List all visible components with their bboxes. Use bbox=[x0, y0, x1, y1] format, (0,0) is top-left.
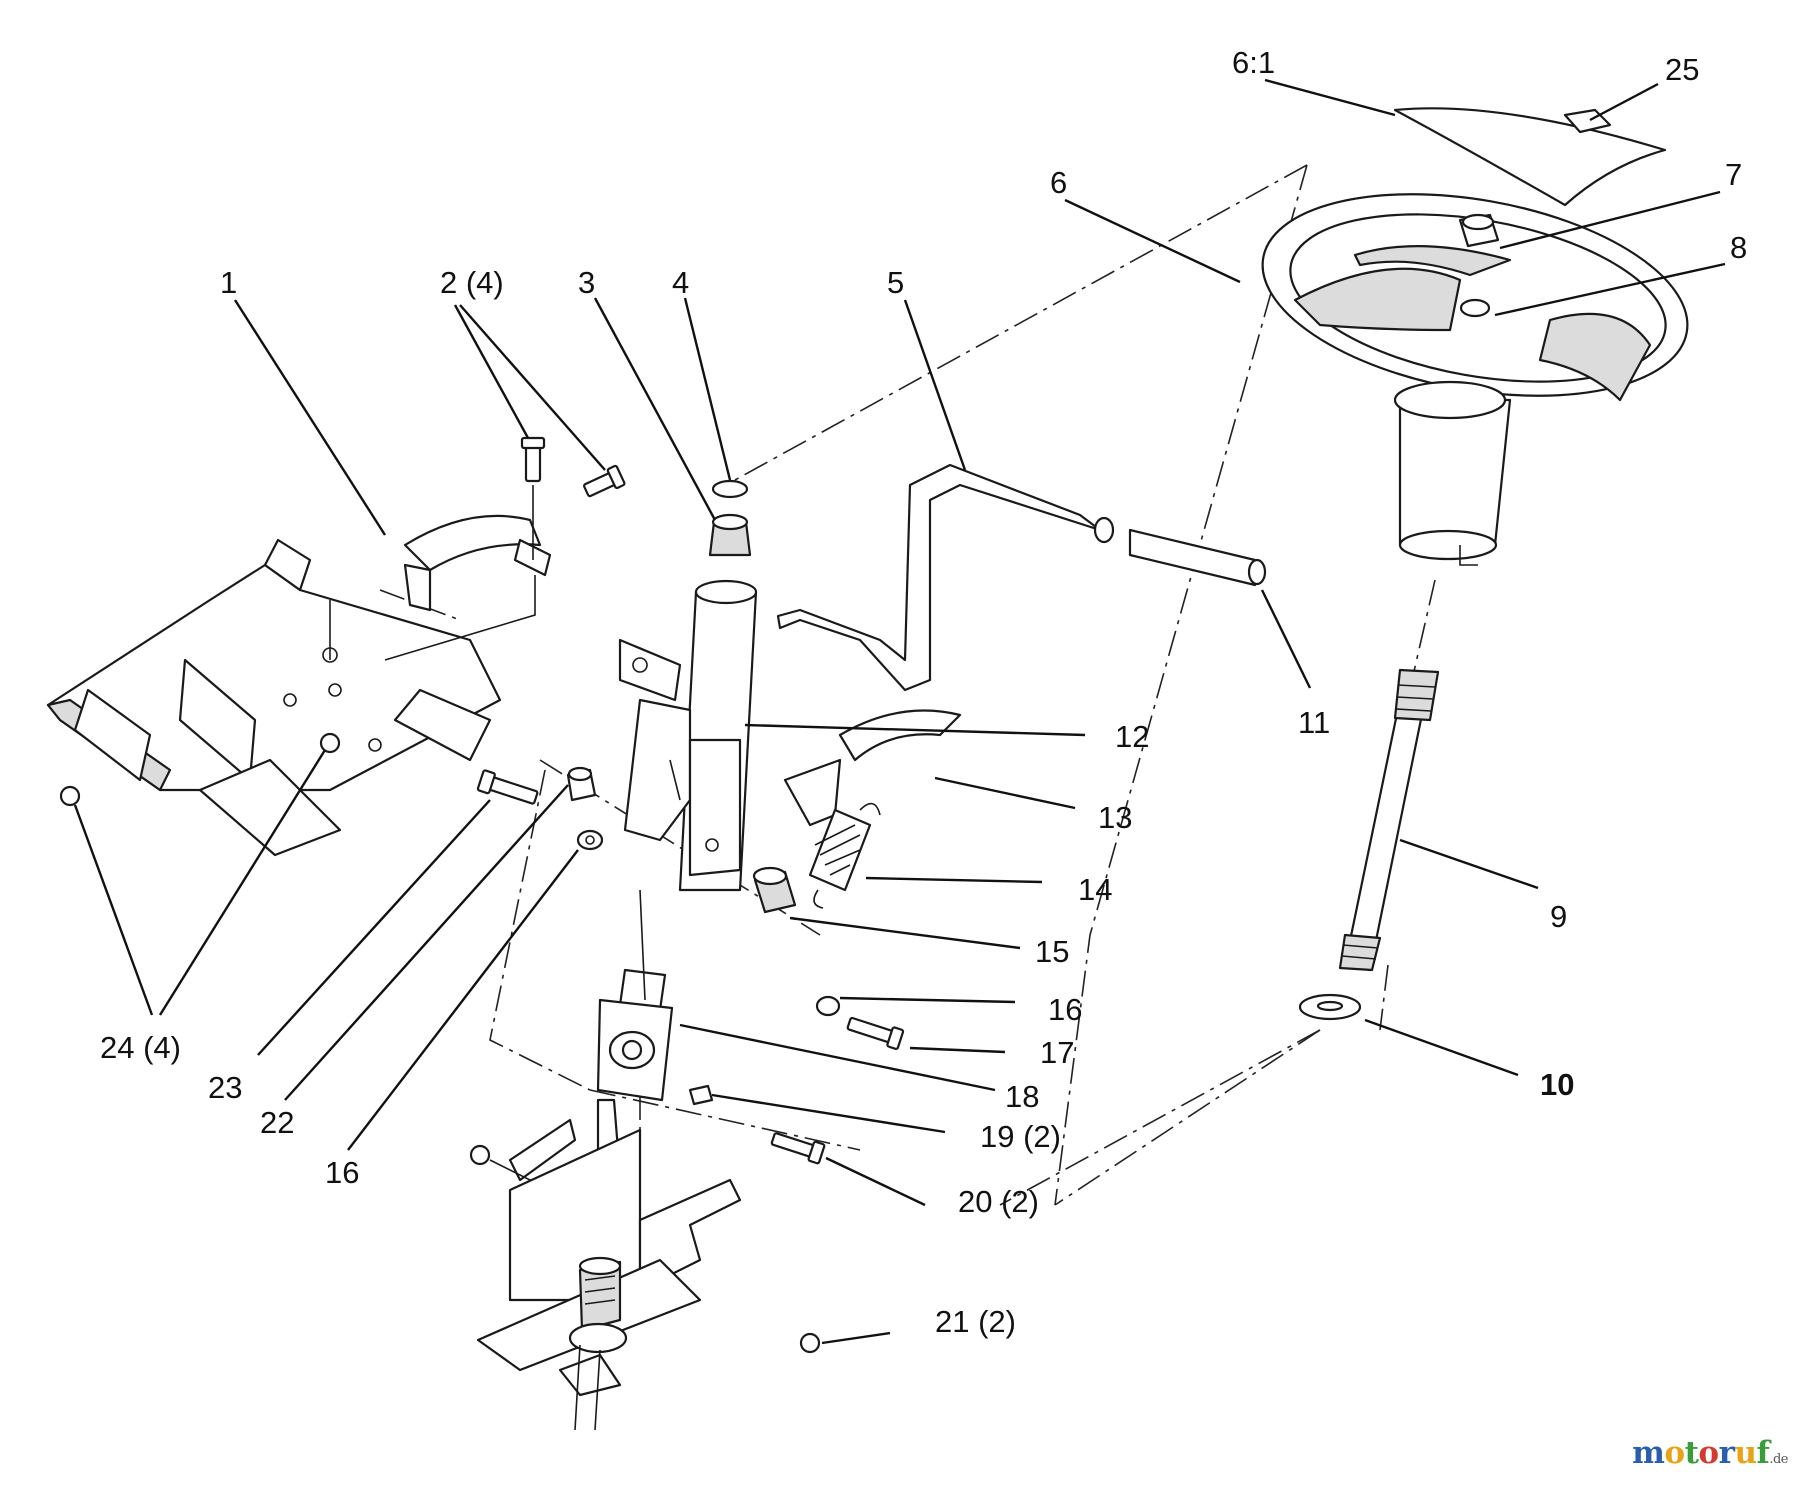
callout-15: 15 bbox=[1035, 934, 1069, 969]
frame-nuts-part bbox=[59, 732, 341, 807]
callout-labels: 1 2 (4) 3 4 5 6 6:1 25 7 8 9 10 11 12 13… bbox=[100, 45, 1747, 1339]
callout-13: 13 bbox=[1098, 800, 1132, 835]
callout-6-1: 6:1 bbox=[1232, 45, 1275, 80]
steering-shaft-part bbox=[1338, 668, 1440, 972]
motoruf-watermark-logo: motoruf.de bbox=[1632, 1435, 1788, 1471]
watermark-letter: o bbox=[1664, 1435, 1685, 1471]
assembly-guide-lines bbox=[74, 164, 1436, 1206]
wheel-cap-part bbox=[1393, 107, 1667, 207]
wheel-nut-part bbox=[1458, 213, 1500, 318]
steering-column-part bbox=[618, 579, 758, 892]
tilt-spring-part bbox=[808, 802, 881, 909]
watermark-letter: r bbox=[1718, 1435, 1735, 1471]
callout-9: 9 bbox=[1550, 899, 1567, 934]
callout-24: 24 (4) bbox=[100, 1030, 181, 1065]
callout-8: 8 bbox=[1730, 230, 1747, 265]
watermark-letter: m bbox=[1632, 1435, 1665, 1471]
callout-17: 17 bbox=[1040, 1035, 1074, 1070]
callout-16-left: 16 bbox=[325, 1155, 359, 1190]
callout-4: 4 bbox=[672, 265, 689, 300]
callout-21: 21 (2) bbox=[935, 1304, 1016, 1339]
callout-7: 7 bbox=[1725, 157, 1742, 192]
tilt-lever-part bbox=[776, 463, 1267, 692]
callout-12: 12 bbox=[1115, 719, 1149, 754]
callout-20: 20 (2) bbox=[958, 1184, 1039, 1219]
steering-clamp-part bbox=[384, 514, 552, 661]
bushing-part bbox=[708, 479, 752, 557]
callout-10: 10 bbox=[1540, 1067, 1574, 1102]
callout-3: 3 bbox=[578, 265, 595, 300]
callout-23: 23 bbox=[208, 1070, 242, 1105]
callout-1: 1 bbox=[220, 265, 237, 300]
shaft-washer-part bbox=[1298, 993, 1362, 1021]
watermark-letter: o bbox=[1698, 1435, 1719, 1471]
pivot-fasteners-part bbox=[476, 766, 604, 851]
column-fasteners-part bbox=[815, 995, 905, 1050]
watermark-letter: u bbox=[1734, 1435, 1757, 1471]
watermark-tld: .de bbox=[1769, 1452, 1788, 1467]
watermark-letter: t bbox=[1684, 1435, 1699, 1471]
callout-22: 22 bbox=[260, 1105, 294, 1140]
joint-fasteners-part bbox=[688, 1084, 826, 1165]
callout-11: 11 bbox=[1298, 705, 1330, 740]
callout-16-right: 16 bbox=[1048, 992, 1082, 1027]
callout-2: 2 (4) bbox=[440, 265, 504, 300]
watermark-letter: f bbox=[1756, 1435, 1770, 1471]
callout-14: 14 bbox=[1078, 872, 1112, 907]
callout-25: 25 bbox=[1665, 52, 1699, 87]
spacer-part bbox=[752, 866, 797, 914]
lower-mount-part bbox=[469, 1118, 821, 1431]
callout-6: 6 bbox=[1050, 165, 1067, 200]
leader-lines bbox=[73, 78, 1726, 1345]
latch-plate-part bbox=[783, 709, 962, 827]
frame-bracket-part bbox=[46, 538, 502, 857]
callout-5: 5 bbox=[887, 265, 904, 300]
steering-wheel-part bbox=[1261, 193, 1689, 566]
callout-19: 19 (2) bbox=[980, 1119, 1061, 1154]
callout-18: 18 bbox=[1005, 1079, 1039, 1114]
clamp-bolts-part bbox=[520, 436, 626, 560]
